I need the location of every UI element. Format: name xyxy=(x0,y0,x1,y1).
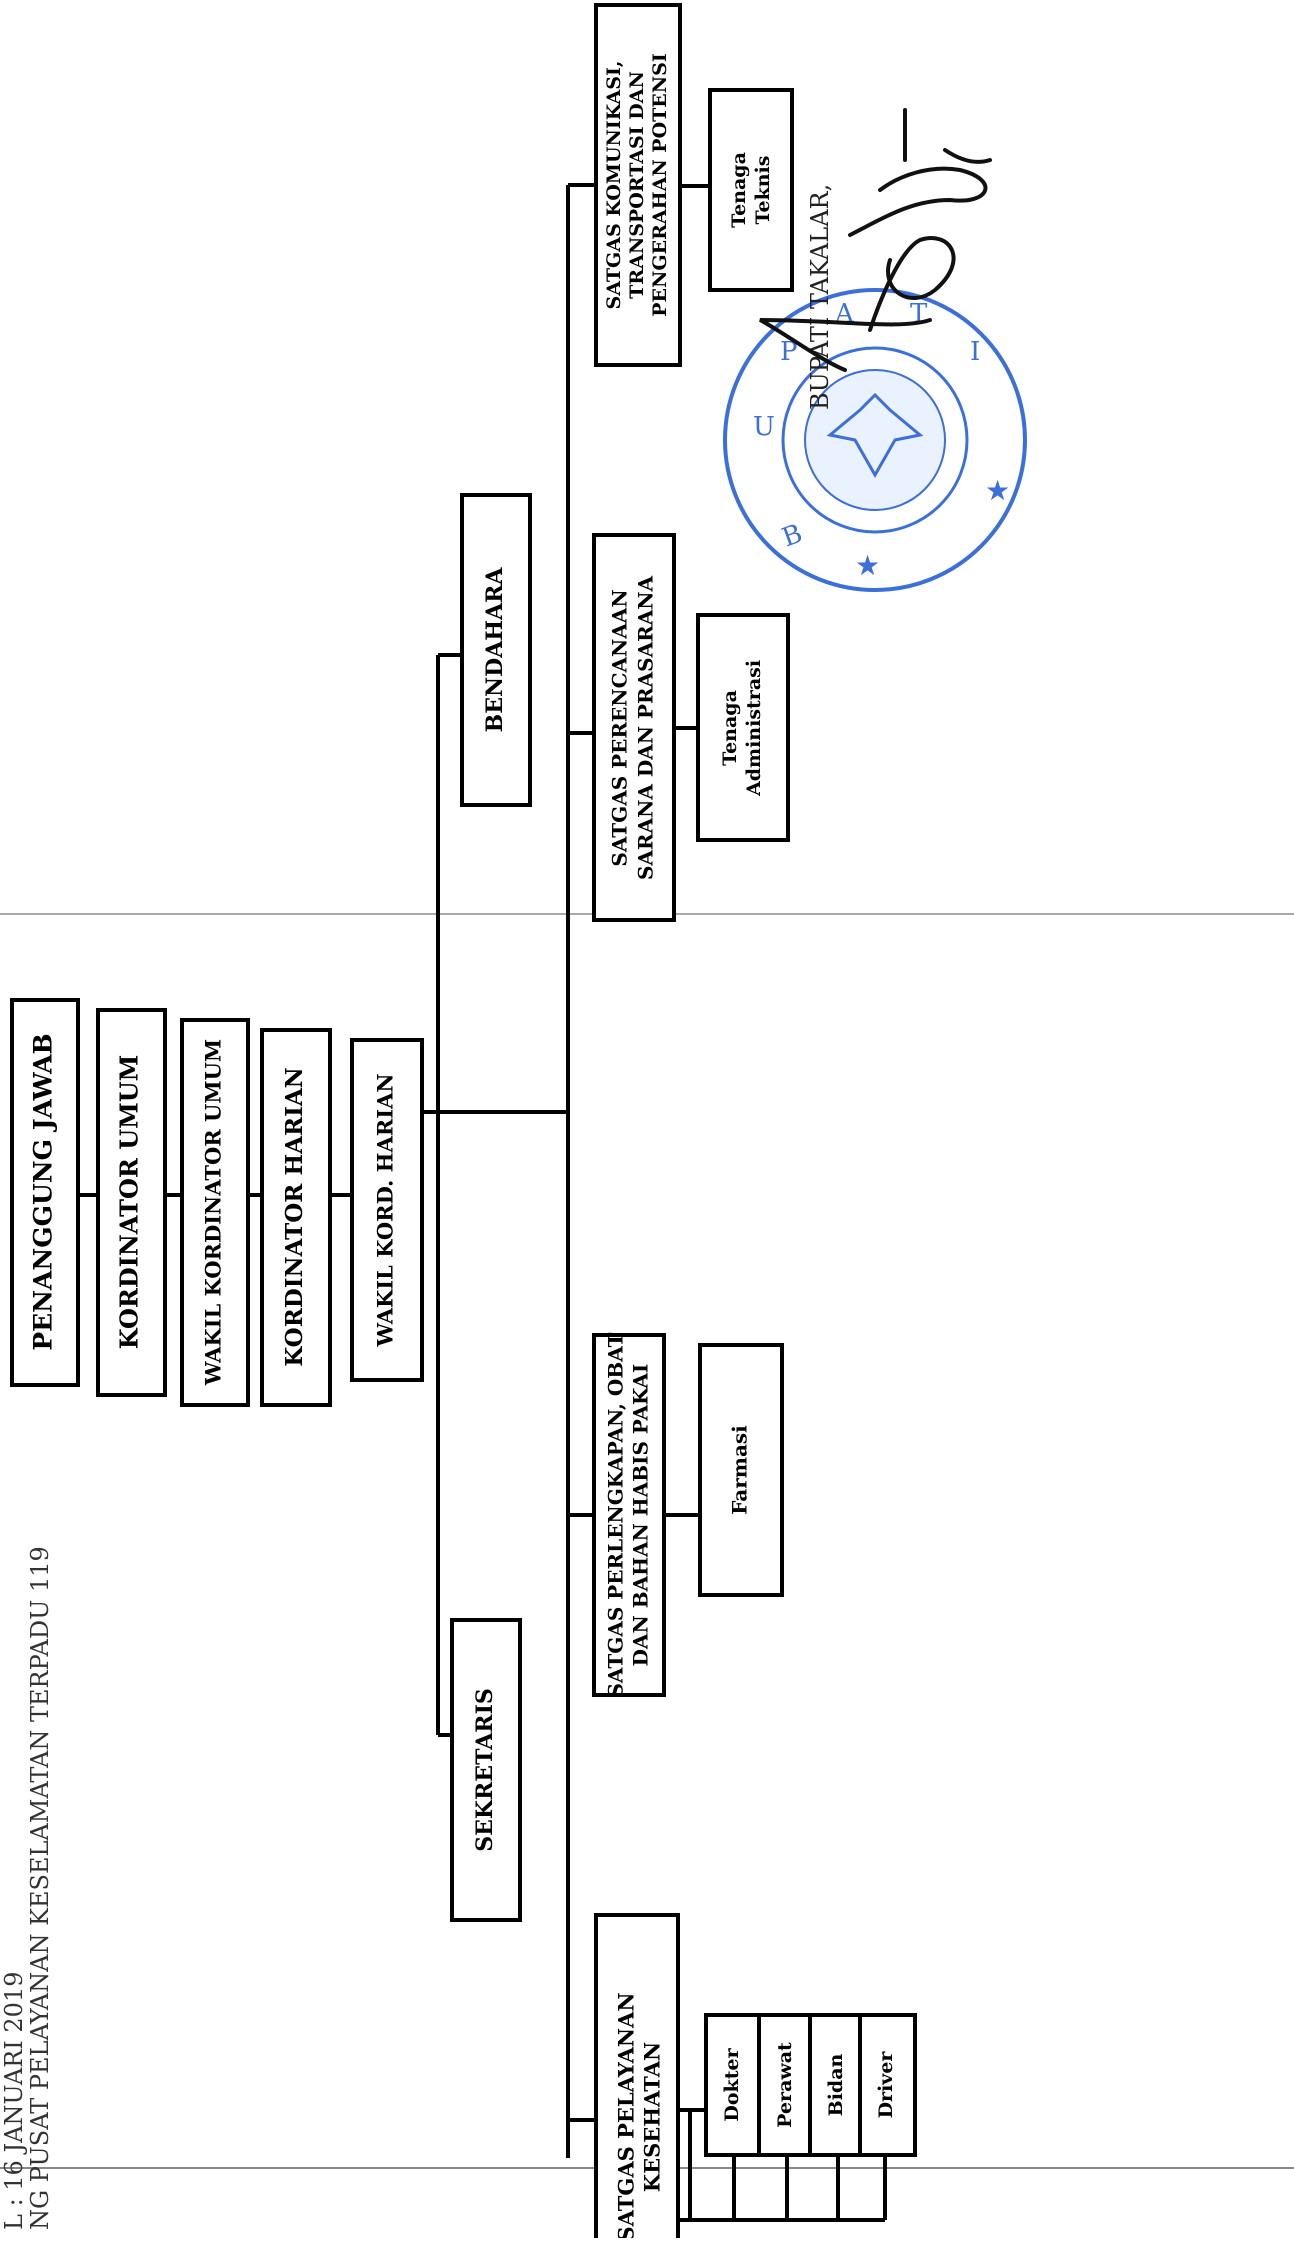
signature-title: BUPATI TAKALAR, xyxy=(806,184,834,410)
svg-text:★: ★ xyxy=(985,474,1010,507)
box-kordinator-harian xyxy=(260,1028,332,1407)
label-penanggung-jawab: PENANGGUNG JAWAB xyxy=(29,1033,58,1350)
label-satgas-perlengkapan-1: SATGAS PERLENGKAPAN, OBAT xyxy=(604,1332,628,1697)
label-dokter: Dokter xyxy=(721,2047,743,2121)
handwritten-signature xyxy=(759,108,992,372)
box-penanggung-jawab xyxy=(10,998,80,1387)
box-sekretaris xyxy=(450,1618,522,1922)
official-seal: B U P A T I ★ ★ xyxy=(723,288,1027,592)
label-satgas-perlengkapan-2: DAN BAHAN HABIS PAKAI xyxy=(629,1364,653,1667)
label-satgas-komunikasi-3: PENGERAHAN POTENSI xyxy=(649,53,671,317)
label-tenaga-administrasi-2: Administrasi xyxy=(743,660,765,797)
box-tenaga-administrasi xyxy=(696,613,790,842)
svg-text:U: U xyxy=(753,412,775,442)
box-wakil-kordinator-umum xyxy=(180,1018,250,1407)
svg-text:★: ★ xyxy=(855,549,880,582)
svg-text:P: P xyxy=(780,337,798,367)
label-satgas-perencanaan-2: SARANA DAN PRASARANA xyxy=(634,575,658,880)
svg-text:B: B xyxy=(778,519,806,554)
label-tenaga-teknis-1: Tenaga xyxy=(728,152,750,228)
label-driver: Driver xyxy=(875,2051,897,2119)
label-sekretaris: SEKRETARIS xyxy=(472,1688,498,1852)
box-tenaga-teknis xyxy=(708,88,794,292)
label-satgas-pelayanan-1: SATGAS PELAYANAN xyxy=(614,1992,639,2238)
label-tenaga-administrasi-1: Tenaga xyxy=(719,690,741,766)
label-tenaga-teknis-2: Teknis xyxy=(752,156,774,225)
box-satgas-perencanaan xyxy=(592,533,676,922)
label-kordinator-harian: KORDINATOR HARIAN xyxy=(281,1067,308,1366)
label-satgas-komunikasi-1: SATGAS KOMUNIKASI, xyxy=(603,61,625,310)
box-kordinator-umum xyxy=(96,1008,167,1397)
box-satgas-perlengkapan xyxy=(592,1333,666,1697)
label-bidan: Bidan xyxy=(825,2053,847,2116)
box-bendahara xyxy=(460,493,532,807)
label-satgas-pelayanan-2: KESEHATAN xyxy=(640,2042,665,2192)
label-kordinator-umum: KORDINATOR UMUM xyxy=(115,1055,144,1349)
box-farmasi xyxy=(698,1343,784,1597)
label-satgas-komunikasi-2: TRANSPORTASI DAN xyxy=(626,71,648,299)
header-date: L : 16 JANUARI 2019 xyxy=(0,1972,28,2230)
box-satgas-komunikasi xyxy=(594,3,682,367)
svg-text:I: I xyxy=(970,337,980,367)
box-bidan xyxy=(808,2013,867,2157)
label-bendahara: BENDAHARA xyxy=(482,567,508,733)
box-dokter xyxy=(704,2013,763,2157)
box-satgas-pelayanan xyxy=(594,1913,680,2243)
box-driver xyxy=(858,2013,917,2157)
label-wakil-kordinator-umum: WAKIL KORDINATOR UMUM xyxy=(201,1039,226,1386)
label-wakil-kord-harian: WAKIL KORD. HARIAN xyxy=(373,1073,398,1347)
label-farmasi: Farmasi xyxy=(728,1425,752,1515)
box-wakil-kord-harian xyxy=(350,1038,424,1382)
header-title: NG PUSAT PELAYANAN KESELAMATAN TERPADU 1… xyxy=(26,1546,54,2230)
label-perawat: Perawat xyxy=(774,2042,796,2128)
label-satgas-perencanaan-1: SATGAS PERENCANAAN xyxy=(608,589,632,866)
